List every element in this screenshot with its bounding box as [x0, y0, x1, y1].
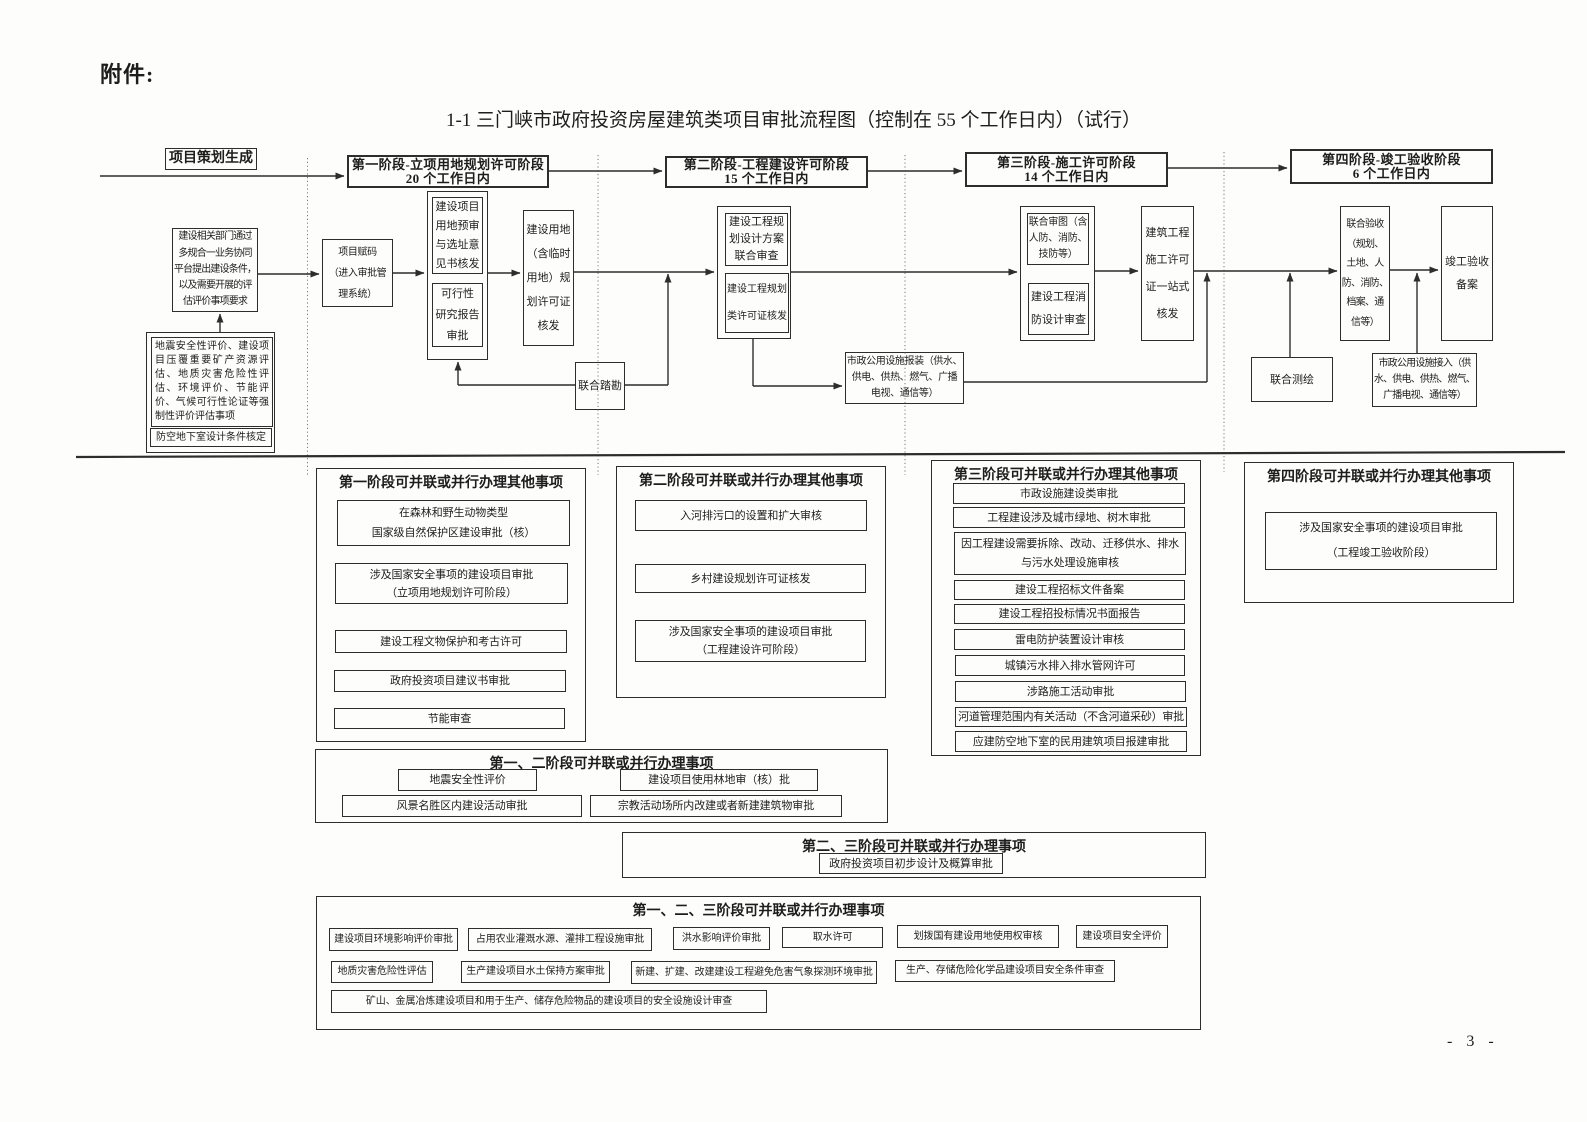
panel-item: 政府投资项目初步设计及概算审批 [819, 853, 1003, 874]
panel-item: 生产、存储危险化学品建设项目安全条件审查 [895, 960, 1115, 982]
panel-item: 政府投资项目建议书审批 [334, 670, 566, 692]
stage-name: 第二阶段-工程建设许可阶段 [683, 157, 850, 172]
node-land-permit: 建设用地 （含临时 用地）规 划许可证 核发 [523, 210, 574, 346]
panel-item: 建设项目安全评价 [1076, 925, 1168, 948]
panel-item: 风景名胜区内建设活动审批 [342, 795, 582, 817]
stage-name: 第三阶段-施工许可阶段 [997, 154, 1136, 170]
panel-stage2-other: 第二阶段可并联或并行办理其他事项 [616, 466, 886, 698]
panel-item: 建设项目环境影响评价审批 [329, 928, 458, 951]
separator-horizontal [75, 450, 1566, 459]
panel-item: 节能审查 [334, 708, 565, 729]
panel-stage12-other: 第一、二阶段可并联或并行办理事项 [315, 749, 888, 823]
panel-title: 第一、二、三阶段可并联或并行办理事项 [632, 904, 885, 919]
panel-title: 第一阶段可并联或并行办理其他事项 [339, 476, 563, 491]
node-civil-defense: 防空地下室设计条件核定 [150, 428, 272, 447]
panel-item: 划拨国有建设用地使用权审核 [897, 925, 1059, 948]
panel-title: 第一、二阶段可并联或并行办理事项 [489, 757, 714, 772]
stage-name: 第一阶段-立项用地规划许可阶段 [351, 156, 545, 172]
panel-title: 第二、三阶段可并联或并行办理事项 [802, 840, 1026, 855]
node-fire-design-review: 建设工程消 防设计审查 [1028, 283, 1089, 335]
panel-item: 新建、扩建、改建建设工程避免危害气象探测环境审批 [631, 961, 877, 984]
node-utility-access: 市政公用设施接入（供 水、供电、供热、燃气、 广播电视、通信等） [1372, 353, 1477, 407]
panel-item: 因工程建设需要拆除、改动、迁移供水、排水 与污水处理设施审核 [954, 532, 1186, 575]
panel-item: 洪水影响评价审批 [673, 927, 770, 950]
panel-item: 涉及国家安全事项的建设项目审批 （立项用地规划许可阶段） [335, 563, 568, 604]
node-joint-surveying: 联合测绘 [1251, 357, 1333, 402]
panel-item: 入河排污口的设置和扩大审核 [635, 500, 867, 531]
panel-item: 取水许可 [782, 927, 883, 948]
panel-stage23-other: 第二、三阶段可并联或并行办理事项 [622, 832, 1206, 878]
attachment-label: 附件: [100, 62, 155, 87]
panel-title: 第二阶段可并联或并行办理其他事项 [639, 474, 863, 489]
node-plan-permit: 建设工程规划 类许可证核发 [725, 273, 789, 333]
panel-item: 乡村建设规划许可证核发 [635, 564, 866, 593]
stage-duration: 6 个工作日内 [1352, 165, 1431, 181]
node-related-depts: 建设相关部门通过 多规合一业务协同 平台提出建设条件， 以及需要开展的评 估评价… [172, 228, 258, 312]
node-project-code: 项目赋码 （进入审批管 理系统） [322, 239, 393, 307]
node-plan-scheme-review: 建设工程规 划设计方案 联合审查 [725, 213, 788, 266]
panel-title: 第三阶段可并联或并行办理其他事项 [954, 468, 1178, 483]
panel-item: 占用农业灌溉水源、灌排工程设施审批 [468, 928, 652, 951]
panel-item: 建设工程文物保护和考古许可 [335, 630, 567, 653]
node-mandatory-evals: 地震安全性评价、建设项目压覆重要矿产资源评估、地质灾害危险性评估、环境评价、节能… [151, 337, 273, 427]
node-joint-drawing-review: 联合审图（含 人防、消防、 技防等） [1027, 213, 1089, 265]
panel-stage3-other: 第三阶段可并联或并行办理其他事项 [931, 460, 1201, 756]
panel-stage123-other: 第一、二、三阶段可并联或并行办理事项 [316, 896, 1201, 1030]
page-number: - 3 - [1447, 1033, 1499, 1050]
panel-stage4-other: 第四阶段可并联或并行办理其他事项 [1244, 462, 1514, 603]
panel-item: 在森林和野生动物类型 国家级自然保护区建设审批（核） [337, 500, 570, 546]
panel-item: 涉及国家安全事项的建设项目审批 （工程竣工验收阶段） [1265, 512, 1497, 570]
panel-title: 第四阶段可并联或并行办理其他事项 [1267, 470, 1491, 485]
stage-duration: 14 个工作日内 [1024, 168, 1109, 184]
panel-item: 地震安全性评价 [398, 769, 537, 791]
panel-item: 地质灾害危险性评估 [331, 961, 433, 983]
panel-item: 工程建设涉及城市绿地、树木审批 [953, 507, 1185, 528]
panel-item: 建设工程招投标情况书面报告 [954, 604, 1185, 624]
panel-item: 建设工程招标文件备案 [954, 580, 1185, 600]
node-completion-filing: 竣工验收 备案 [1441, 206, 1493, 341]
panel-item: 生产建设项目水土保持方案审批 [461, 961, 610, 983]
panel-item: 建设项目使用林地审（核）批 [620, 769, 818, 791]
panel-item: 应建防空地下室的民用建筑项目报建审批 [955, 731, 1187, 752]
stage-duration: 20 个工作日内 [405, 170, 491, 186]
panel-item: 城镇污水排入排水管网许可 [955, 655, 1185, 676]
panel-item: 市政设施建设类审批 [953, 483, 1185, 504]
panel-stage1-other: 第一阶段可并联或并行办理其他事项 [316, 468, 586, 742]
panel-item: 涉及国家安全事项的建设项目审批 （工程建设许可阶段） [635, 620, 866, 662]
panel-item: 涉路施工活动审批 [955, 681, 1186, 702]
panel-item: 雷电防护装置设计审核 [954, 629, 1185, 650]
node-joint-acceptance: 联合验收 （规划、 土地、人 防、消防、 档案、通 信等） [1340, 206, 1390, 341]
node-feasibility: 可行性 研究报告 审批 [432, 283, 483, 347]
node-land-prereview: 建设项目 用地预审 与选址意 见书核发 [432, 197, 483, 274]
stage-name: 第四阶段-竣工验收阶段 [1322, 151, 1461, 167]
node-joint-site-survey: 联合踏勘 [575, 362, 625, 410]
panel-item: 宗教活动场所内改建或者新建建筑物审批 [590, 795, 842, 817]
stage-duration: 15 个工作日内 [724, 171, 809, 186]
page-title: 1-1 三门峡市政府投资房屋建筑类项目审批流程图（控制在 55 个工作日内）（试… [445, 110, 1142, 131]
node-construction-permit: 建筑工程 施工许可 证一站式 核发 [1141, 206, 1194, 341]
panel-item: 河道管理范围内有关活动（不含河道采砂）审批 [955, 707, 1187, 727]
panel-item: 矿山、金属冶炼建设项目和用于生产、储存危险物品的建设项目的安全设施设计审查 [331, 990, 767, 1013]
node-project-planning: 项目策划生成 [165, 148, 257, 170]
